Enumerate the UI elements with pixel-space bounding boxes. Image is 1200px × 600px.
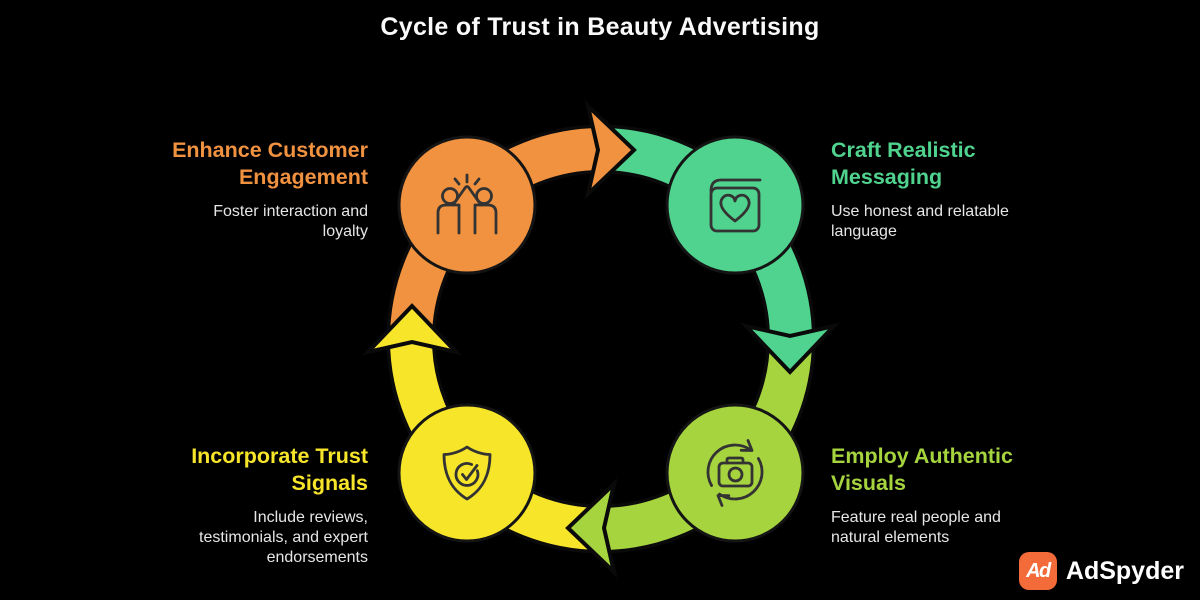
camera-refresh-icon bbox=[706, 439, 764, 507]
arrowhead-up-icon bbox=[361, 303, 463, 356]
step-text-trust: Incorporate Trust Signals Include review… bbox=[118, 443, 368, 568]
arrowhead-left-icon bbox=[565, 477, 618, 579]
step-description: Include reviews, testimonials, and exper… bbox=[199, 508, 368, 566]
step-title: Employ Authentic Visuals bbox=[831, 444, 1013, 495]
step-title: Enhance Customer Engagement bbox=[172, 138, 368, 189]
step-node-visuals bbox=[665, 403, 805, 543]
shield-check-icon bbox=[442, 445, 492, 501]
book-heart-icon bbox=[709, 178, 762, 233]
step-title: Incorporate Trust Signals bbox=[191, 444, 368, 495]
step-node-engagement bbox=[397, 135, 537, 275]
step-description: Foster interaction and loyalty bbox=[213, 202, 368, 240]
high-five-icon bbox=[436, 173, 498, 235]
step-text-messaging: Craft Realistic Messaging Use honest and… bbox=[831, 137, 1081, 242]
step-text-engagement: Enhance Customer Engagement Foster inter… bbox=[118, 137, 368, 242]
arrowhead-right-icon bbox=[584, 99, 637, 201]
step-node-messaging bbox=[665, 135, 805, 275]
step-node-trust bbox=[397, 403, 537, 543]
step-description: Feature real people and natural elements bbox=[831, 508, 1001, 546]
step-title: Craft Realistic Messaging bbox=[831, 138, 976, 189]
adspyder-logo-text: AdSpyder bbox=[1065, 556, 1184, 585]
step-description: Use honest and relatable language bbox=[831, 202, 1009, 240]
arrowhead-down-icon bbox=[739, 322, 841, 375]
adspyder-logo[interactable]: Ad AdSpyder bbox=[1018, 552, 1184, 590]
step-text-visuals: Employ Authentic Visuals Feature real pe… bbox=[831, 443, 1081, 548]
adspyder-badge-icon: Ad bbox=[1018, 552, 1057, 590]
page-title: Cycle of Trust in Beauty Advertising bbox=[380, 13, 820, 41]
